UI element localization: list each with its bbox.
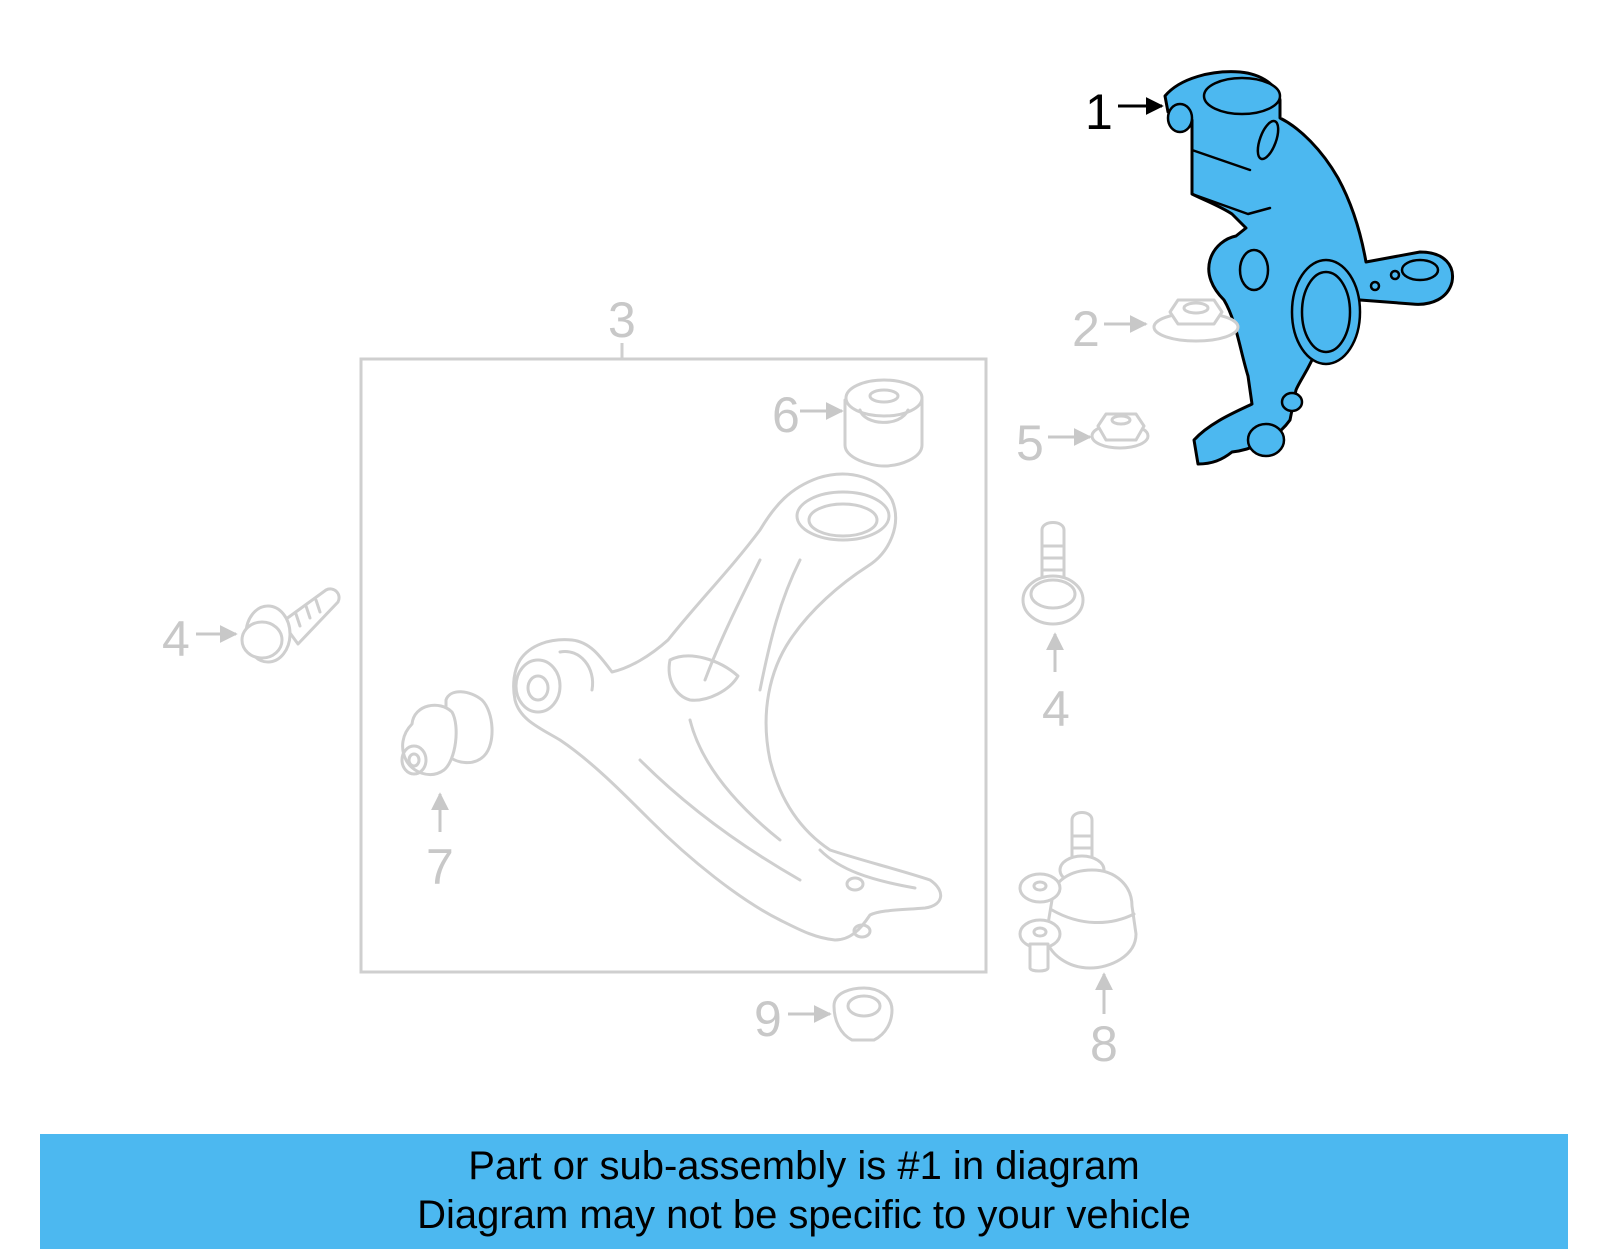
lower-control-arm: [512, 472, 943, 942]
callout-2: 2: [1072, 301, 1148, 357]
bolt-part-4-left: [240, 587, 341, 664]
nut-part-2: [1152, 298, 1240, 343]
bolt-part-4-right: [1021, 521, 1085, 626]
nut-part-5: [1090, 412, 1150, 450]
callout-9: 9: [754, 991, 832, 1047]
steering-knuckle-part-1[interactable]: [1163, 70, 1455, 466]
callout-1-label: 1: [1085, 84, 1113, 140]
assembly-box-part-3: [359, 357, 988, 974]
callout-4-right: 4: [1042, 632, 1070, 737]
bushing-part-6: [843, 378, 924, 468]
callout-4-left-label: 4: [162, 611, 190, 667]
callout-6-label: 6: [772, 387, 800, 443]
ball-joint-part-8: [1018, 811, 1138, 973]
callout-3: 3: [608, 292, 636, 360]
info-banner: Part or sub-assembly is #1 in diagram Di…: [40, 1134, 1568, 1249]
banner-line-1: Part or sub-assembly is #1 in diagram: [468, 1144, 1140, 1188]
callout-7: 7: [426, 792, 454, 895]
callout-1: 1: [1085, 84, 1164, 140]
callout-8: 8: [1090, 972, 1118, 1072]
callout-9-label: 9: [754, 991, 782, 1047]
banner-line-2: Diagram may not be specific to your vehi…: [417, 1193, 1191, 1237]
callout-5-label: 5: [1016, 415, 1044, 471]
callout-7-label: 7: [426, 839, 454, 895]
nut-part-9: [832, 986, 894, 1042]
callout-8-label: 8: [1090, 1016, 1118, 1072]
callout-3-label: 3: [608, 292, 636, 348]
callout-6: 6: [772, 387, 844, 443]
bushing-part-7: [400, 690, 494, 776]
callout-4-left: 4: [162, 611, 238, 667]
callout-5: 5: [1016, 415, 1092, 471]
callout-2-label: 2: [1072, 301, 1100, 357]
callout-4-right-label: 4: [1042, 681, 1070, 737]
